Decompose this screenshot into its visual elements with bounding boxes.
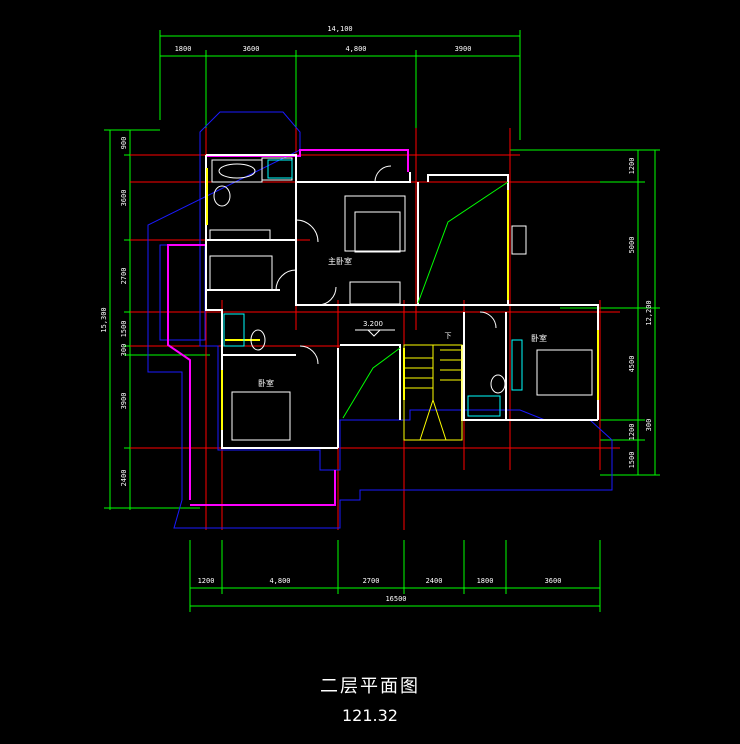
dim-right-0: 1200 (628, 158, 636, 175)
doors (275, 165, 497, 365)
dim-top-0: 1800 (175, 45, 192, 53)
dim-right-1: 5000 (628, 237, 636, 254)
dim-left-5: 3900 (120, 393, 128, 410)
dim-bottom-1: 4,800 (269, 577, 290, 585)
dim-bottom-5: 3600 (545, 577, 562, 585)
area-value: 121.32 (342, 706, 398, 725)
dim-right-5: 1500 (628, 452, 636, 469)
fixture-cyan (223, 159, 523, 417)
dim-bottom-3: 2400 (426, 577, 443, 585)
eaves-inner (159, 244, 206, 341)
floor-plan: 14,100 1800 3600 4,800 3900 1200 4,800 2… (100, 25, 660, 612)
dim-top-2: 4,800 (345, 45, 366, 53)
dim-top-1: 3600 (243, 45, 260, 53)
windows (206, 168, 599, 430)
dim-top-3: 3900 (455, 45, 472, 53)
dim-left-3: 1500 (120, 321, 128, 338)
stair (403, 344, 463, 441)
walls (205, 154, 599, 449)
elevation-triangle (366, 329, 382, 337)
dim-right-3: 300 (645, 419, 653, 432)
dim-left-0: 900 (120, 137, 128, 150)
room-label-master-bedroom: 主卧室 (328, 256, 352, 266)
dim-bottom-0: 1200 (198, 577, 215, 585)
eaves-outline (147, 111, 613, 529)
axis-lines (130, 128, 620, 530)
dim-left-1: 3600 (120, 190, 128, 207)
void-marks (342, 181, 509, 419)
dim-right-2: 4500 (628, 356, 636, 373)
dim-right-total: 12,200 (645, 300, 653, 325)
dim-bottom-2: 2700 (363, 577, 380, 585)
dim-bottom-4: 1800 (477, 577, 494, 585)
elevation-mark: 3.200 (363, 320, 383, 328)
dim-left-total: 15,300 (100, 307, 108, 332)
dim-left-4: 300 (120, 344, 128, 357)
dim-bottom-total: 16500 (385, 595, 406, 603)
room-label-bedroom-right: 卧室 (531, 333, 547, 343)
room-label-bedroom-left: 卧室 (258, 378, 274, 388)
dim-right-4: 1200 (628, 424, 636, 441)
drawing-title: 二层平面图 (320, 676, 420, 697)
stair-direction-mark: 下 (445, 332, 452, 340)
dim-top-total: 14,100 (327, 25, 352, 33)
dim-left-2: 2700 (120, 268, 128, 285)
dim-left-6: 2400 (120, 470, 128, 487)
